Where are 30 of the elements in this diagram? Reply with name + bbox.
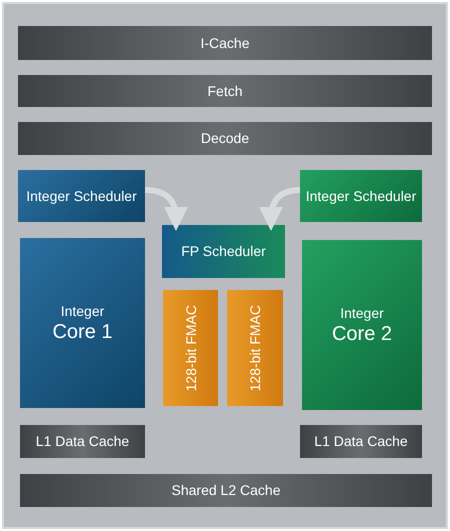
box-label: L1 Data Cache — [36, 433, 130, 450]
fmac-box — [227, 290, 283, 406]
scheduler-box — [18, 170, 145, 222]
cache-bar — [20, 425, 145, 458]
fmac-box — [163, 290, 218, 406]
core-box — [20, 238, 145, 408]
scheduler-box — [162, 225, 285, 278]
box-label: Decode — [200, 130, 250, 147]
box-label: Integer — [340, 304, 384, 322]
box-label: Integer Scheduler — [306, 188, 416, 204]
box-label: Shared L2 Cache — [172, 482, 280, 499]
cache-bar — [20, 474, 432, 507]
box-label: 128-bit FMAC — [247, 304, 263, 392]
box-label: Integer Scheduler — [26, 188, 137, 204]
core-box — [302, 240, 422, 410]
box-label: Integer — [60, 302, 104, 320]
box-label: I-Cache — [200, 34, 250, 52]
cache-bar — [18, 26, 432, 60]
cache-bar — [300, 425, 422, 458]
box-label: L1 Data Cache — [314, 433, 408, 450]
box-label: Core 2 — [332, 322, 392, 346]
box-label: 128-bit FMAC — [182, 304, 198, 392]
box-label: Core 1 — [52, 320, 113, 344]
decode-bar — [18, 122, 432, 155]
box-label: Fetch — [207, 82, 242, 100]
arrow — [144, 187, 188, 231]
fetch-bar — [18, 75, 432, 107]
box-label: FP Scheduler — [181, 243, 266, 260]
arrow — [260, 187, 300, 231]
scheduler-box — [300, 170, 422, 222]
